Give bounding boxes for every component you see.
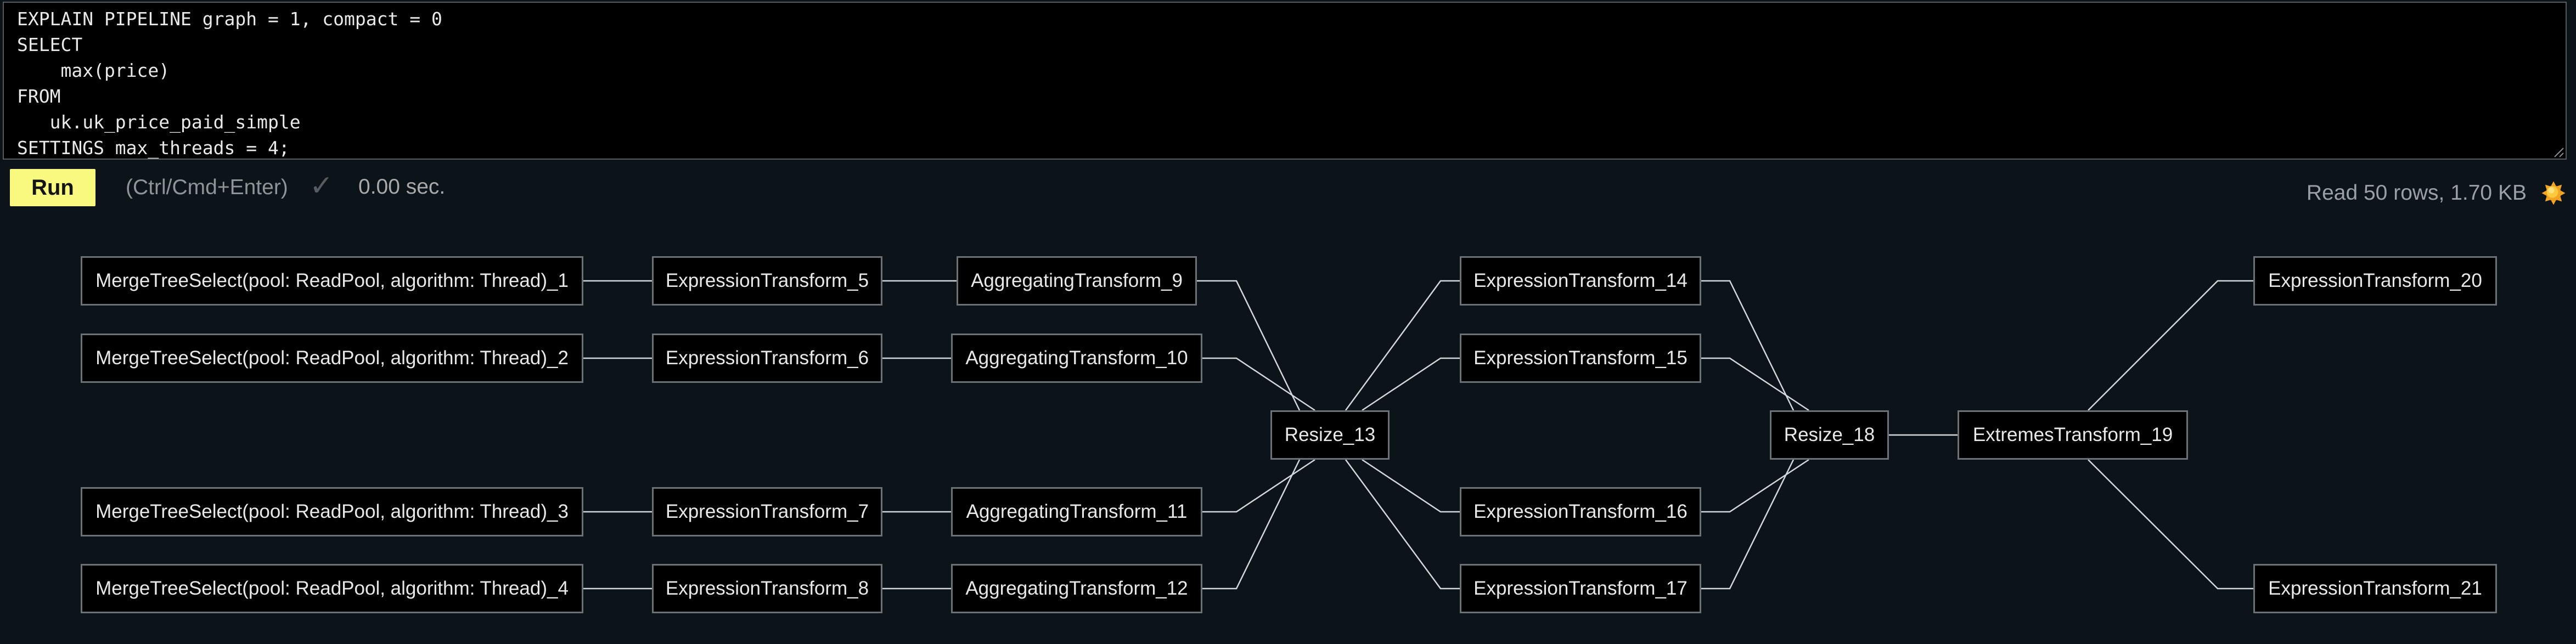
edge-expression_transform_14--resize_18: [1701, 280, 1795, 411]
edge-expression_transform_17--resize_18: [1701, 459, 1795, 590]
edge-resize_13--expression_transform_15: [1362, 357, 1460, 411]
read-stats: Read 50 rows, 1.70 KB: [2306, 181, 2527, 205]
edge-extremes_transform_19--expression_transform_20: [2088, 280, 2253, 411]
pipeline-node-mergetree_select_3: MergeTreeSelect(pool: ReadPool, algorith…: [81, 487, 583, 536]
pipeline-node-expression_transform_7: ExpressionTransform_7: [652, 487, 882, 536]
edge-extremes_transform_19--expression_transform_21: [2088, 459, 2253, 590]
edge-aggregating_transform_12--resize_13: [1202, 459, 1301, 590]
pipeline-node-mergetree_select_2: MergeTreeSelect(pool: ReadPool, algorith…: [81, 334, 583, 383]
edge-aggregating_transform_10--resize_13: [1202, 357, 1315, 411]
pipeline-node-expression_transform_15: ExpressionTransform_15: [1460, 334, 1701, 383]
pipeline-node-expression_transform_5: ExpressionTransform_5: [652, 256, 882, 306]
theme-toggle-sun-icon[interactable]: [2541, 180, 2566, 206]
textarea-resize-grip-icon[interactable]: [2550, 144, 2564, 158]
edge-aggregating_transform_11--resize_13: [1202, 459, 1315, 513]
pipeline-node-aggregating_transform_11: AggregatingTransform_11: [951, 487, 1202, 536]
toolbar-right-group: Read 50 rows, 1.70 KB: [2307, 161, 2566, 225]
pipeline-node-expression_transform_16: ExpressionTransform_16: [1460, 487, 1701, 536]
shortcut-hint: (Ctrl/Cmd+Enter): [126, 176, 288, 199]
query-editor[interactable]: EXPLAIN PIPELINE graph = 1, compact = 0 …: [3, 2, 2567, 160]
run-button[interactable]: Run: [10, 169, 95, 206]
pipeline-node-aggregating_transform_9: AggregatingTransform_9: [957, 256, 1197, 306]
pipeline-node-mergetree_select_4: MergeTreeSelect(pool: ReadPool, algorith…: [81, 564, 583, 613]
pipeline-node-resize_18: Resize_18: [1770, 410, 1889, 460]
pipeline-node-expression_transform_14: ExpressionTransform_14: [1460, 256, 1701, 306]
pipeline-node-expression_transform_21: ExpressionTransform_21: [2253, 564, 2497, 613]
pipeline-node-expression_transform_20: ExpressionTransform_20: [2253, 256, 2497, 306]
edge-resize_13--expression_transform_17: [1345, 459, 1460, 590]
pipeline-node-aggregating_transform_12: AggregatingTransform_12: [951, 564, 1202, 613]
edge-resize_13--expression_transform_16: [1362, 459, 1460, 513]
pipeline-node-aggregating_transform_10: AggregatingTransform_10: [951, 334, 1202, 383]
edge-resize_13--expression_transform_14: [1345, 280, 1460, 411]
pipeline-node-expression_transform_17: ExpressionTransform_17: [1460, 564, 1701, 613]
elapsed-time: 0.00 sec.: [358, 175, 446, 199]
edge-aggregating_transform_9--resize_13: [1197, 280, 1301, 411]
pipeline-node-expression_transform_8: ExpressionTransform_8: [652, 564, 882, 613]
pipeline-node-mergetree_select_1: MergeTreeSelect(pool: ReadPool, algorith…: [81, 256, 583, 306]
toolbar: Run (Ctrl/Cmd+Enter) ✓ 0.00 sec. Read 50…: [0, 161, 2576, 225]
pipeline-node-resize_13: Resize_13: [1270, 410, 1390, 460]
edge-expression_transform_16--resize_18: [1701, 459, 1809, 513]
edge-expression_transform_15--resize_18: [1701, 357, 1809, 411]
success-check-icon: ✓: [310, 170, 334, 202]
pipeline-node-expression_transform_6: ExpressionTransform_6: [652, 334, 882, 383]
pipeline-node-extremes_transform_19: ExtremesTransform_19: [1958, 410, 2188, 460]
